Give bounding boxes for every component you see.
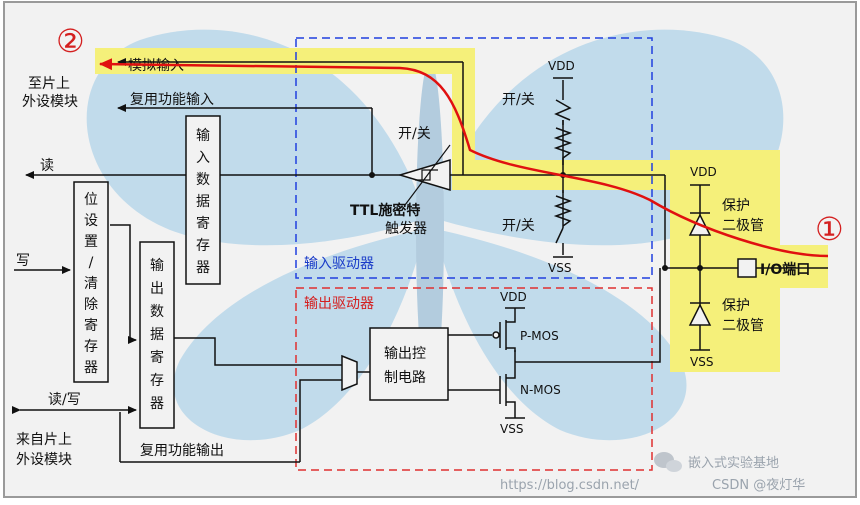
- butterfly-watermark: [86, 29, 784, 441]
- register-char: 输: [196, 128, 210, 144]
- pull-up-resistor: [553, 99, 573, 165]
- output-control-label-2: 制电路: [384, 370, 426, 386]
- from-onchip-label-1: 来自片上: [16, 432, 72, 448]
- diode-bottom-label-2: 二极管: [722, 318, 764, 334]
- diode-vss-label: VSS: [690, 355, 713, 369]
- register-char: 器: [84, 360, 98, 376]
- register-char: 除: [84, 297, 98, 313]
- schmitt-switch-label: 开/关: [398, 126, 431, 142]
- write-label: 写: [16, 253, 30, 269]
- io-pad: [737, 258, 757, 278]
- pull-up-switch-label: 开/关: [502, 92, 535, 108]
- register-char: 数: [196, 172, 210, 188]
- diode-top-label-1: 保护: [722, 198, 750, 214]
- register-char: 位: [84, 192, 98, 208]
- output-vdd-label: VDD: [500, 290, 527, 304]
- read-write-label: 读/写: [48, 391, 81, 408]
- diode-bottom-label-1: 保护: [722, 298, 750, 314]
- register-char: 寄: [196, 215, 210, 232]
- output-control-block: [369, 327, 449, 401]
- register-char: 器: [196, 260, 210, 276]
- register-char: 据: [150, 327, 164, 343]
- register-char: 数: [150, 304, 164, 320]
- schmitt-trigger: [397, 144, 451, 206]
- register-char: 入: [196, 150, 210, 166]
- highlight-regions: [95, 48, 828, 372]
- wechat-icon: [654, 452, 682, 472]
- register-char: 存: [196, 238, 210, 254]
- register-char: 寄: [84, 317, 98, 334]
- pmos-label: P-MOS: [520, 329, 559, 343]
- watermark-brand: 嵌入式实验基地: [688, 455, 779, 471]
- analog-input-label: 模拟输入: [128, 58, 184, 74]
- register-char: /: [89, 255, 94, 271]
- alt-func-input-label: 复用功能输入: [130, 91, 214, 108]
- register-char: 据: [196, 194, 210, 210]
- ttl-label-line1: TTL施密特: [350, 202, 420, 219]
- output-driver-label: 输出驱动器: [304, 296, 374, 312]
- pull-down-resistor: [553, 190, 573, 244]
- output-control-label-1: 输出控: [384, 346, 426, 362]
- nmos-label: N-MOS: [520, 383, 561, 397]
- nmos-transistor: [499, 374, 516, 406]
- junction-dot: [697, 265, 703, 271]
- to-onchip-label-2: 外设模块: [22, 94, 78, 110]
- analog-signal-path: [99, 58, 829, 258]
- pull-down-switch-label: 开/关: [502, 218, 535, 234]
- register-char: 清: [84, 276, 98, 292]
- register-char: 设: [84, 213, 98, 229]
- register-char: 出: [150, 281, 164, 297]
- register-char: 寄: [150, 349, 164, 366]
- watermark-url: https://blog.csdn.net/: [500, 478, 640, 493]
- alt-func-output-label: 复用功能输出: [140, 442, 224, 459]
- register-char: 存: [84, 339, 98, 355]
- output-vss-label: VSS: [500, 422, 523, 436]
- output-driver-box: [295, 287, 653, 471]
- diode-top-label-2: 二极管: [722, 218, 764, 234]
- marker-two: ②: [56, 22, 85, 60]
- input-vss-label: VSS: [548, 261, 571, 275]
- ttl-label-line2: 触发器: [385, 221, 427, 237]
- register-char: 输: [150, 258, 164, 274]
- io-port-label: I/O端口: [760, 261, 810, 278]
- register-char: 置: [84, 234, 98, 250]
- diode-vdd-label: VDD: [690, 165, 717, 179]
- to-onchip-label-1: 至片上: [28, 76, 70, 92]
- input-driver-label: 输入驱动器: [304, 256, 374, 272]
- register-char: 存: [150, 373, 164, 389]
- read-label: 读: [40, 157, 54, 174]
- input-driver-box: [295, 37, 653, 279]
- junction-dot: [662, 265, 668, 271]
- output-mux: [341, 354, 358, 392]
- junction-dot: [369, 172, 375, 178]
- input-vdd-label: VDD: [548, 59, 575, 73]
- watermark-csdn: CSDN @夜灯华: [712, 478, 805, 493]
- pmos-transistor: [492, 318, 516, 352]
- register-char: 器: [150, 396, 164, 412]
- from-onchip-label-2: 外设模块: [16, 452, 72, 468]
- marker-one: ①: [815, 210, 844, 248]
